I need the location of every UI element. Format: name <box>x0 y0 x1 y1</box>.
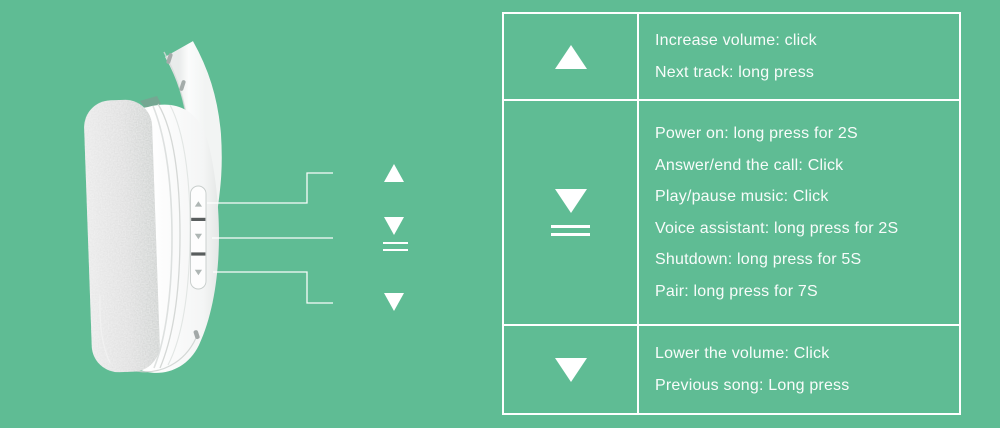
power-underline-icon <box>383 242 408 245</box>
volume-up-icon <box>554 44 587 69</box>
table-row-volume-down: Lower the volume: Click Previous song: L… <box>504 326 959 413</box>
cushion-housing-shadow <box>152 105 173 369</box>
instructions-table: Increase volume: click Next track: long … <box>502 12 961 415</box>
instruction-text: Pair: long press for 7S <box>655 282 818 300</box>
icon-cell <box>504 326 639 413</box>
instruction-text: Play/pause music: Click <box>655 188 829 205</box>
table-row-volume-up: Increase volume: click Next track: long … <box>504 14 959 101</box>
hinge-shadow <box>140 96 161 108</box>
connector-line-volume-up <box>207 172 333 204</box>
headband-slot-icon <box>179 80 186 91</box>
table-row-power: Power on: long press for 2S Answer/end t… <box>504 101 959 326</box>
volume-up-triangle-icon <box>384 164 404 182</box>
housing-seam <box>157 103 181 369</box>
ear-cushion-texture <box>84 99 160 373</box>
instruction-text: Power on: long press for 2S <box>655 125 858 142</box>
button-separator <box>191 252 206 256</box>
power-button-mark-icon <box>194 233 202 240</box>
volume-up-button-mark-icon <box>194 201 202 207</box>
instruction-text: Previous song: Long press <box>655 376 850 394</box>
volume-down-button-mark-icon <box>194 269 202 276</box>
instruction-text: Next track: long press <box>655 63 815 81</box>
power-underline-icon <box>383 249 408 252</box>
icon-cell <box>504 101 639 324</box>
volume-down-triangle-icon <box>384 293 404 311</box>
text-cell: Power on: long press for 2S Answer/end t… <box>639 101 959 324</box>
instruction-text: Shutdown: long press for 5S <box>655 251 862 268</box>
port-notch-icon <box>193 330 200 340</box>
cushion-crease <box>99 295 111 364</box>
instruction-text: Lower the volume: Click <box>655 345 830 362</box>
power-multifunction-icon <box>554 189 587 214</box>
instruction-text: Increase volume: click <box>655 32 817 49</box>
connector-line-volume-down <box>213 271 333 304</box>
button-separator <box>191 217 206 221</box>
text-cell: Increase volume: click Next track: long … <box>639 14 959 99</box>
instruction-text: Voice assistant: long press for 2S <box>655 219 899 237</box>
housing-bottom-seam <box>131 337 197 373</box>
power-underline-icon <box>551 225 590 228</box>
text-cell: Lower the volume: Click Previous song: L… <box>639 326 959 413</box>
headband-slot-icon <box>166 53 173 64</box>
icon-cell <box>504 14 639 99</box>
volume-down-icon <box>554 357 587 382</box>
power-underline-icon <box>551 233 590 236</box>
instruction-text: Answer/end the call: Click <box>655 156 844 174</box>
housing-seam <box>167 104 191 366</box>
power-triangle-icon <box>384 217 404 235</box>
